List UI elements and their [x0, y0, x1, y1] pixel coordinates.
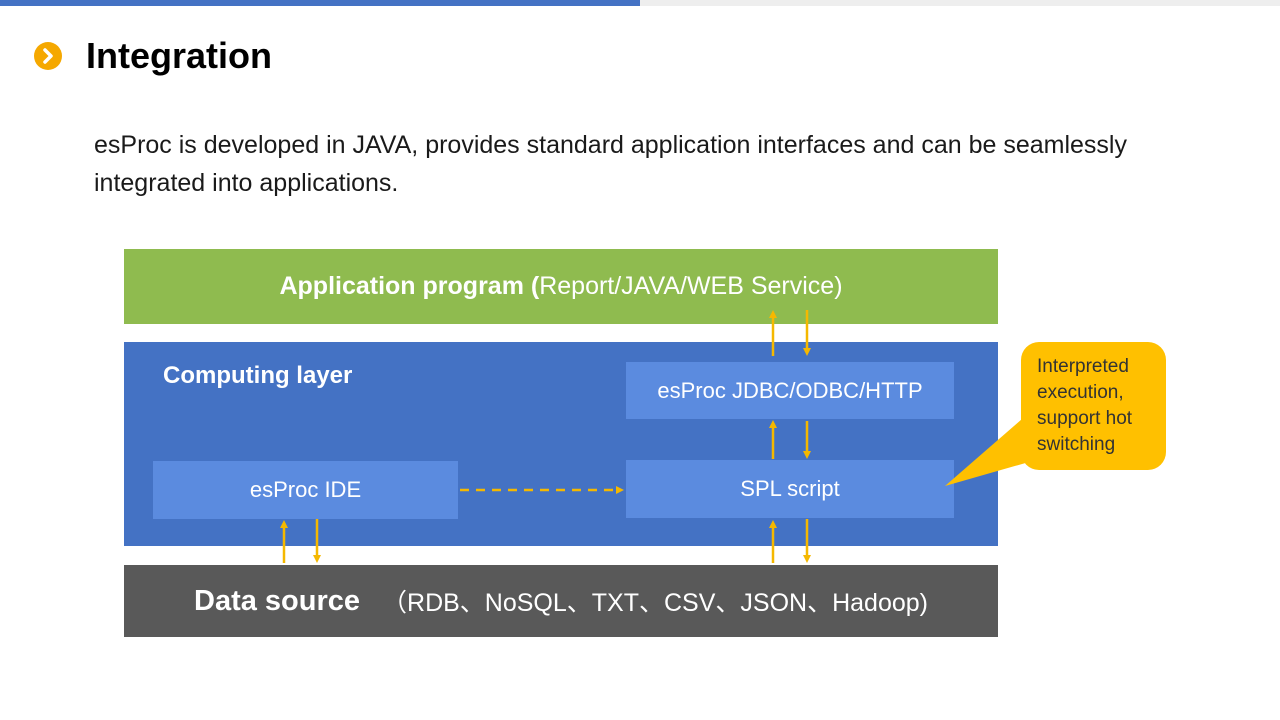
- data-source-box: Data source （RDB、NoSQL、TXT、CSV、JSON、Hadoo…: [124, 565, 998, 637]
- chevron-right-icon: [34, 42, 62, 70]
- data-source-detail: （RDB、NoSQL、TXT、CSV、JSON、Hadoop): [382, 589, 928, 617]
- data-source-title: Data source: [194, 584, 361, 617]
- computing-layer-label: Computing layer: [163, 362, 353, 389]
- jdbc-interface-label: esProc JDBC/ODBC/HTTP: [657, 377, 923, 403]
- spl-script-label: SPL script: [740, 476, 840, 501]
- top-accent-bar-track: [640, 0, 1280, 6]
- esproc-ide-label: esProc IDE: [249, 477, 362, 502]
- application-layer-detail: Report/JAVA/WEB Service): [539, 272, 843, 300]
- callout-note: Interpreted execution, support hot switc…: [1021, 342, 1166, 470]
- application-layer-title: Application program (: [279, 272, 540, 300]
- jdbc-interface-box: esProc JDBC/ODBC/HTTP: [626, 362, 954, 419]
- top-accent-bar: [0, 0, 640, 6]
- application-layer-box: Application program (Report/JAVA/WEB Ser…: [124, 249, 998, 324]
- page-title: Integration: [86, 35, 272, 76]
- esproc-ide-box: esProc IDE: [153, 461, 458, 519]
- spl-script-box: SPL script: [626, 460, 954, 518]
- description-text: esProc is developed in JAVA, provides st…: [94, 131, 1127, 197]
- callout-text: Interpreted execution, support hot switc…: [1037, 356, 1133, 455]
